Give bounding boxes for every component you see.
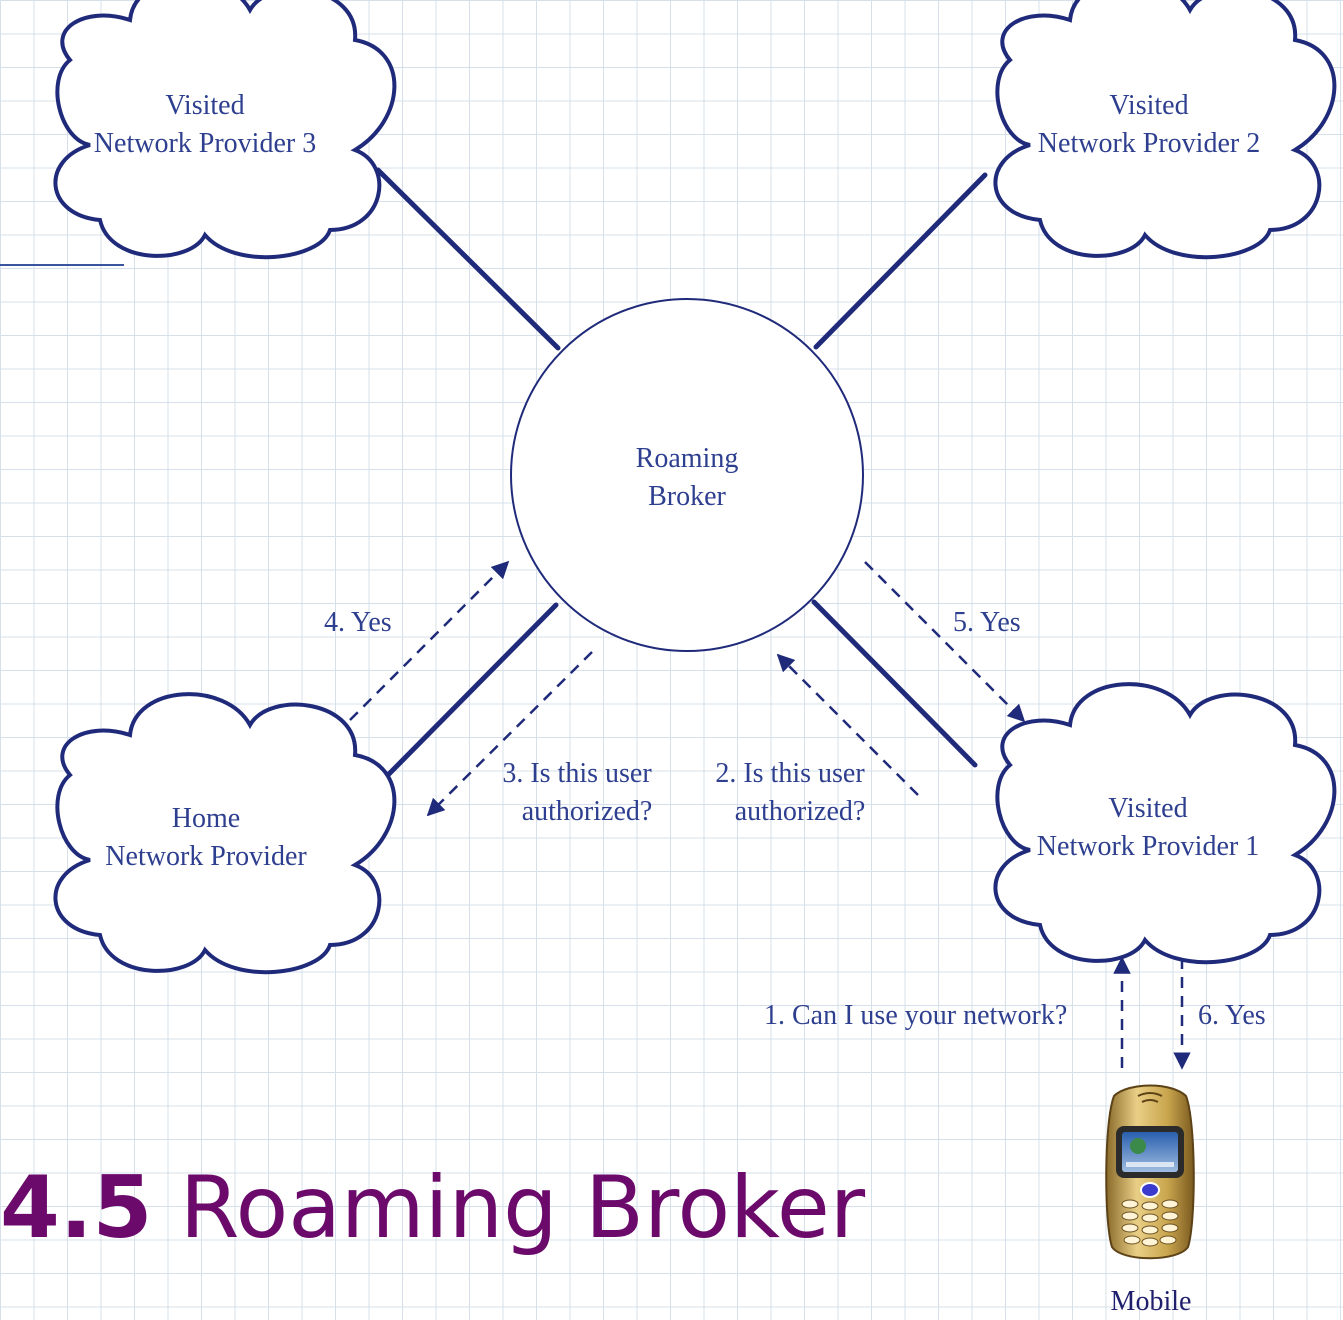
message-6-label: 6. Yes	[1198, 1000, 1266, 1031]
message-5-label: 5. Yes	[953, 607, 1021, 638]
vnp1-label-line2: Network Provider 1	[1036, 831, 1260, 862]
home-label-line2: Network Provider	[105, 841, 307, 872]
vnp3-label-line1: Visited	[165, 90, 245, 121]
vnp2-label: Visited Network Provider 2	[1038, 87, 1260, 163]
message-3-line1: 3. Is this user	[502, 758, 652, 789]
message-2-line2: authorized?	[734, 796, 866, 827]
message-arrows	[349, 560, 1191, 1070]
vnp2-label-line1: Visited	[1109, 90, 1189, 121]
arrow-m2-vnp1-to-broker	[776, 653, 919, 796]
slide-title-number: 4.5	[0, 1158, 153, 1258]
vnp2-label-line2: Network Provider 2	[1037, 128, 1261, 159]
mobile-label: Mobile	[1110, 1286, 1192, 1317]
link-broker-vnp3	[375, 167, 561, 351]
link-broker-home	[384, 602, 559, 779]
message-3-line2: authorized?	[521, 796, 653, 827]
broker-label-line2: Broker	[648, 481, 726, 512]
vnp3-label-line2: Network Provider 3	[93, 128, 317, 159]
link-broker-vnp1	[811, 599, 978, 768]
home-label: Home Network Provider	[105, 800, 306, 876]
message-2-label: 2. Is this user authorized?	[715, 755, 866, 831]
message-1-label: 1. Can I use your network?	[764, 1000, 1068, 1031]
broker-label: Roaming Broker	[636, 440, 739, 516]
arrow-m3-broker-to-home	[426, 651, 593, 817]
network-links	[375, 167, 988, 779]
vnp3-label: Visited Network Provider 3	[94, 87, 316, 163]
link-broker-vnp2	[813, 172, 988, 350]
slide-title-text: Roaming Broker	[152, 1158, 866, 1258]
message-4-label: 4. Yes	[324, 607, 392, 638]
broker-circle	[510, 298, 864, 652]
mobile-phone-icon	[1105, 1084, 1195, 1260]
home-label-line1: Home	[171, 803, 241, 834]
vnp1-label: Visited Network Provider 1	[1037, 790, 1259, 866]
slide-title: 4.5 Roaming Broker	[0, 1158, 865, 1258]
message-3-label: 3. Is this user authorized?	[502, 755, 653, 831]
message-2-line1: 2. Is this user	[715, 758, 865, 789]
broker-label-line1: Roaming	[635, 443, 739, 474]
vnp1-label-line1: Visited	[1108, 793, 1188, 824]
